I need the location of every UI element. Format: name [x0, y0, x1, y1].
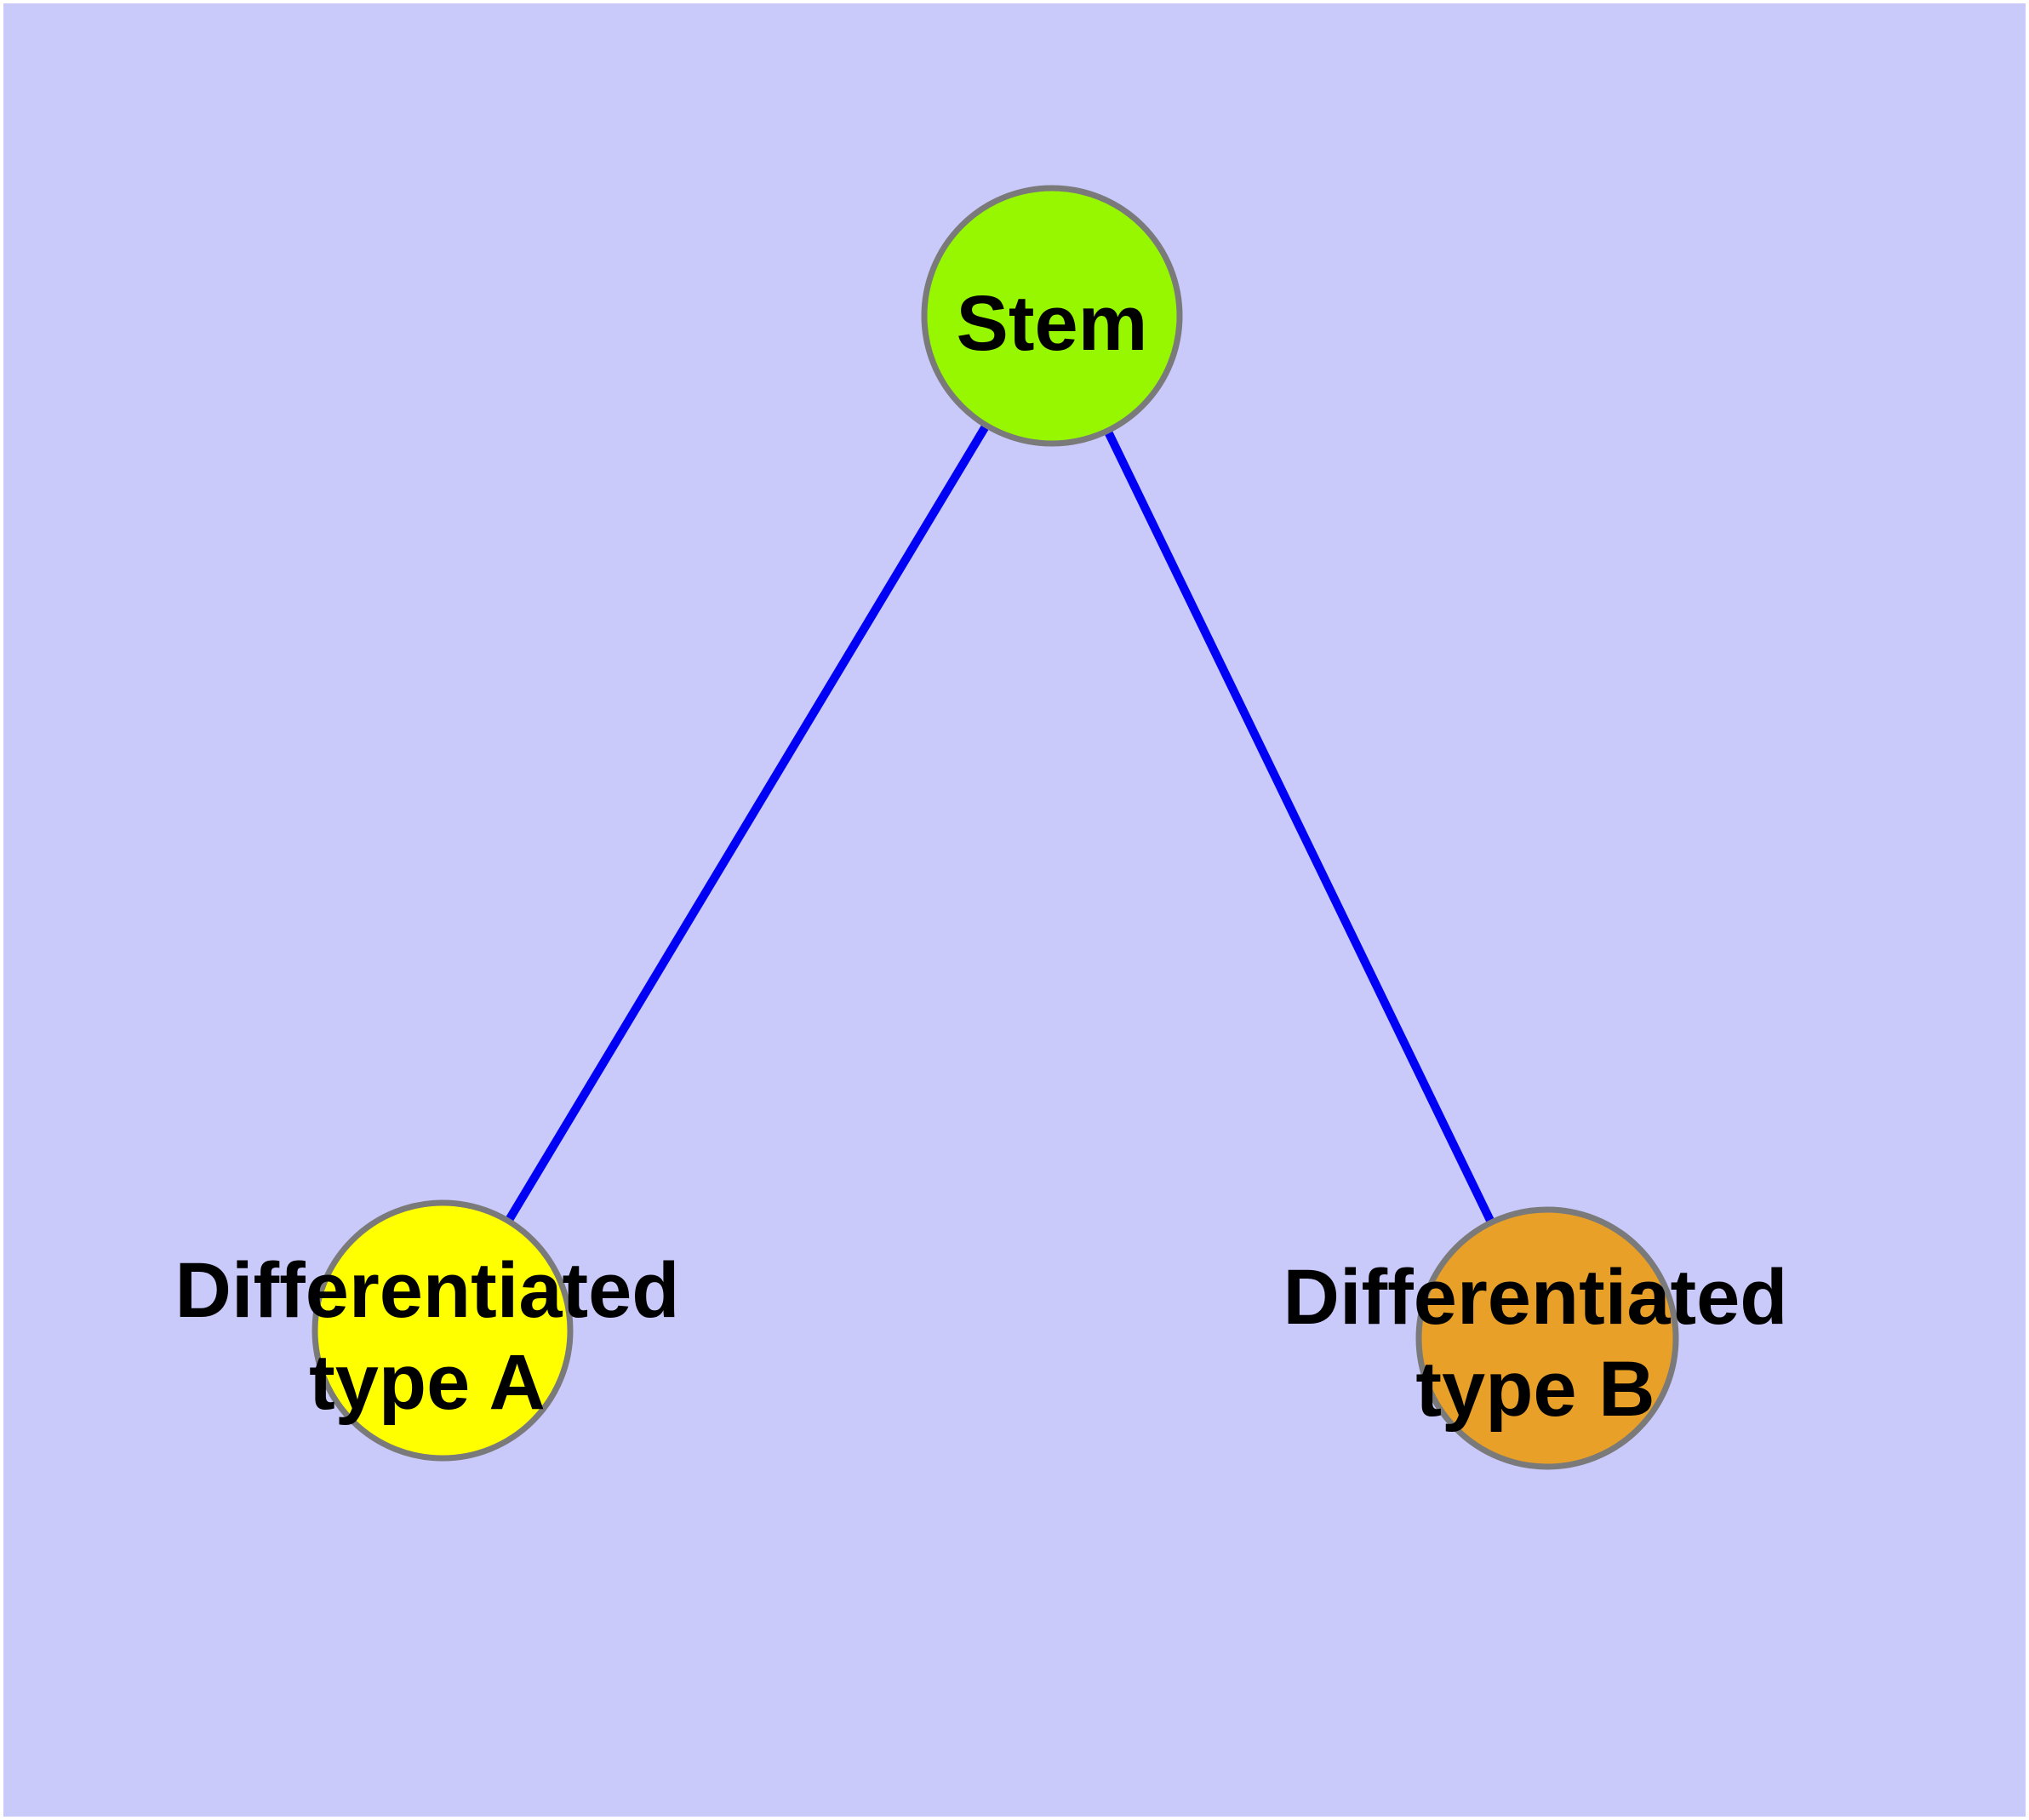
edge-stem-to-differentiated-type-b: [1048, 313, 1552, 1341]
node-label-stem: Stem: [957, 280, 1148, 367]
edge-stem-to-differentiated-type-a: [438, 313, 1056, 1333]
node-stem: [921, 185, 1183, 447]
node-differentiated-type-a: [311, 1199, 574, 1462]
node-differentiated-type-b: [1415, 1206, 1679, 1470]
